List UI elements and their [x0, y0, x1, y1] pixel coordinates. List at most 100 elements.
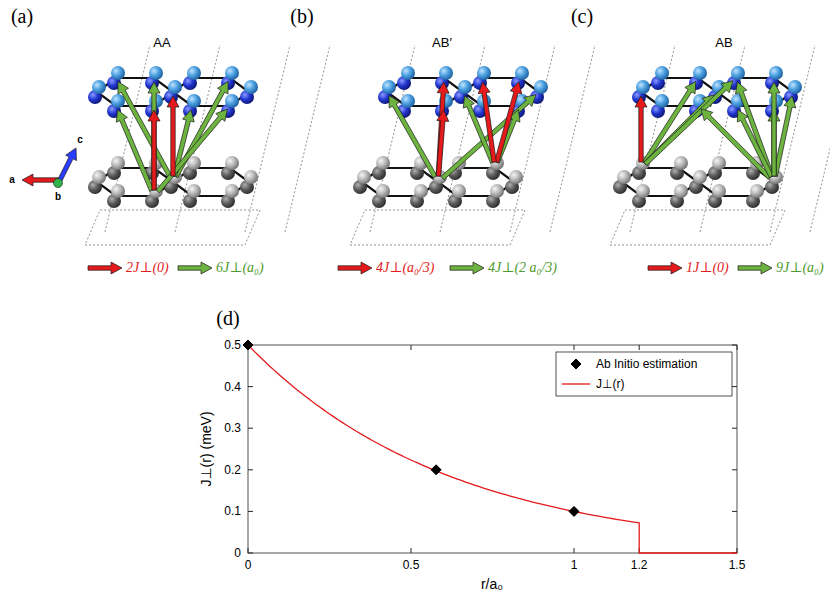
- coupling-count: 4J⊥(a₀/3): [376, 261, 434, 275]
- y-tick: [732, 511, 737, 512]
- top-layer-atom: [111, 94, 125, 108]
- legend-box: [556, 352, 732, 396]
- axis-letter: b: [55, 192, 61, 202]
- tick-label: 0.2: [224, 464, 241, 476]
- stacking-title: AA: [153, 36, 170, 49]
- cell-edge: [810, 45, 830, 232]
- top-layer-atom: [731, 66, 745, 80]
- x-tick: [248, 548, 249, 553]
- cell-edge: [350, 210, 525, 245]
- legend-line-sample: [562, 383, 590, 384]
- panel-letter: (c): [571, 6, 593, 26]
- bottom-layer-atom: [357, 170, 371, 184]
- top-layer-atom: [111, 66, 125, 80]
- coupling-count: 9J⊥(a₀): [776, 261, 824, 275]
- top-layer-atom: [788, 80, 802, 94]
- axis-title: r/a₀: [481, 577, 503, 591]
- tick-label: 0.3: [224, 422, 241, 434]
- green-arrow: [148, 82, 160, 190]
- bottom-layer-atom: [636, 184, 650, 198]
- b-axis-dot: [54, 179, 63, 188]
- top-layer-atom: [92, 80, 106, 94]
- top-layer-atom: [401, 66, 415, 80]
- red-arrow: [436, 110, 449, 176]
- cell-edge: [510, 45, 555, 232]
- legend-text: J⊥(r): [596, 378, 624, 390]
- top-layer-atom: [401, 94, 415, 108]
- legend-arrow: [178, 262, 212, 274]
- crystal-panel: [610, 45, 830, 245]
- bottom-layer-atom: [617, 170, 631, 184]
- coupling-count: 6J⊥(a₀): [216, 261, 264, 275]
- tick-label: 0.5: [224, 339, 241, 351]
- bottom-layer-atom: [693, 170, 707, 184]
- red-arrow: [167, 96, 179, 176]
- cell-edge: [85, 210, 260, 245]
- coupling-count: 1J⊥(0): [686, 261, 729, 275]
- legend-arrow: [88, 262, 122, 274]
- bottom-layer-atom: [414, 184, 428, 198]
- y-tick: [248, 469, 253, 470]
- bottom-layer-atom: [244, 170, 258, 184]
- top-layer-atom: [382, 80, 396, 94]
- top-layer-atom: [439, 66, 453, 80]
- top-layer-atom: [225, 66, 239, 80]
- x-tick: [737, 548, 738, 553]
- y-tick: [732, 428, 737, 429]
- x-tick: [411, 548, 412, 553]
- legend-arrow: [450, 262, 484, 274]
- cell-edge: [285, 45, 330, 232]
- tick-label: 1.2: [631, 559, 648, 571]
- top-layer-atom: [187, 94, 201, 108]
- legend-arrow: [648, 262, 682, 274]
- y-tick: [248, 386, 253, 387]
- c-axis-arrow: [58, 148, 76, 181]
- cell-edge: [370, 45, 415, 232]
- unit-cell-lines: [610, 45, 830, 245]
- data-marker: [569, 506, 579, 516]
- green-arrow: [768, 82, 780, 176]
- top-layer-atom: [655, 66, 669, 80]
- y-tick: [248, 553, 253, 554]
- bottom-layer-atom: [111, 156, 125, 170]
- red-arrow: [635, 96, 647, 162]
- unit-cell-lines: [85, 45, 330, 245]
- cell-edge: [770, 45, 815, 232]
- panel-letter: (a): [11, 6, 33, 26]
- bottom-layer-atom: [490, 184, 504, 198]
- top-layer-atom: [168, 80, 182, 94]
- bottom-layer-atom: [187, 184, 201, 198]
- bottom-layer-atom: [92, 170, 106, 184]
- caption-icons: [88, 262, 772, 274]
- top-layer-atom: [636, 80, 650, 94]
- crystal-panel: [85, 45, 330, 245]
- top-layer-atom: [693, 66, 707, 80]
- bottom-layer-atom: [376, 184, 390, 198]
- x-tick: [411, 345, 412, 350]
- red-arrow: [436, 82, 449, 176]
- data-marker: [243, 340, 253, 350]
- red-arrow: [494, 82, 521, 163]
- fit-curve: [248, 345, 737, 553]
- bottom-layer-atom: [712, 156, 726, 170]
- stacking-title: AB: [715, 36, 732, 49]
- stacking-title: AB′: [432, 36, 452, 49]
- x-tick: [639, 345, 640, 350]
- tick-label: 0.1: [224, 505, 241, 517]
- coupling-count: 4J⊥(2 a₀/3): [488, 261, 557, 275]
- top-layer-atom: [187, 66, 201, 80]
- coupling-count: 2J⊥(0): [126, 261, 169, 275]
- top-layer-atom: [225, 94, 239, 108]
- axis-title: J⊥(r) (meV): [199, 411, 213, 486]
- cell-edge: [245, 45, 290, 232]
- x-tick: [737, 345, 738, 350]
- y-tick: [248, 428, 253, 429]
- y-tick: [248, 511, 253, 512]
- top-layer-atom: [149, 66, 163, 80]
- bottom-layer-atom: [111, 184, 125, 198]
- green-arrow: [644, 81, 733, 166]
- coupling-arrows: [116, 82, 228, 193]
- top-layer-atom: [458, 80, 472, 94]
